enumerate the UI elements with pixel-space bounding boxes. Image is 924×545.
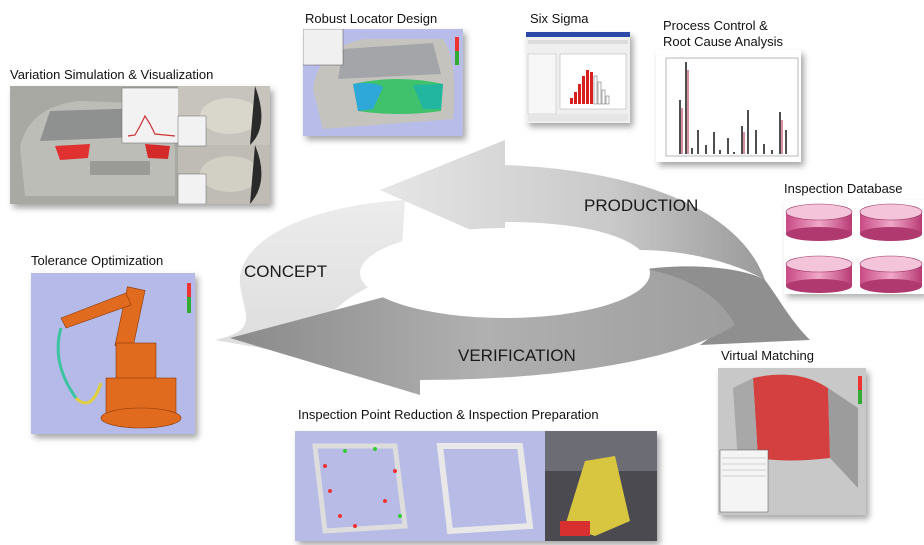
phase-production-label: PRODUCTION xyxy=(584,196,699,215)
inspection-database-image xyxy=(784,200,924,294)
database-cylinder-icon xyxy=(859,203,923,241)
virtual-matching-image xyxy=(718,368,866,515)
variation-simulation-label: Variation Simulation & Visualization xyxy=(10,67,214,82)
variation-simulation-image xyxy=(10,86,270,204)
robust-locator-label: Robust Locator Design xyxy=(305,11,438,26)
robot-arm xyxy=(60,286,182,429)
process-control-label-line1: Process Control & xyxy=(663,18,768,33)
inspection-database-label: Inspection Database xyxy=(784,181,903,196)
process-control-chart-image xyxy=(656,50,801,162)
phase-concept-label: CONCEPT xyxy=(244,262,328,281)
tolerance-optimization-label: Tolerance Optimization xyxy=(31,253,164,268)
production-arrow-icon xyxy=(380,140,765,280)
process-control-label-line2: Root Cause Analysis xyxy=(663,34,783,49)
virtual-matching-label: Virtual Matching xyxy=(721,348,814,363)
database-cylinder-icon xyxy=(859,255,923,293)
taillight-left xyxy=(55,144,90,160)
six-sigma-image xyxy=(526,32,630,123)
database-cylinder-icon xyxy=(785,255,853,293)
six-sigma-label: Six Sigma xyxy=(530,11,589,26)
tolerance-optimization-image xyxy=(31,273,195,434)
database-cylinder-icon xyxy=(785,203,853,241)
inspection-point-reduction-label: Inspection Point Reduction & Inspection … xyxy=(298,407,599,422)
phase-verification-label: VERIFICATION xyxy=(458,346,576,365)
matched-panel xyxy=(753,374,830,461)
inspection-point-reduction-image xyxy=(295,431,657,541)
concept-arrow-icon xyxy=(215,200,405,360)
taillight-right xyxy=(145,144,170,159)
cycle-center xyxy=(360,228,650,318)
robust-locator-image xyxy=(303,29,463,136)
